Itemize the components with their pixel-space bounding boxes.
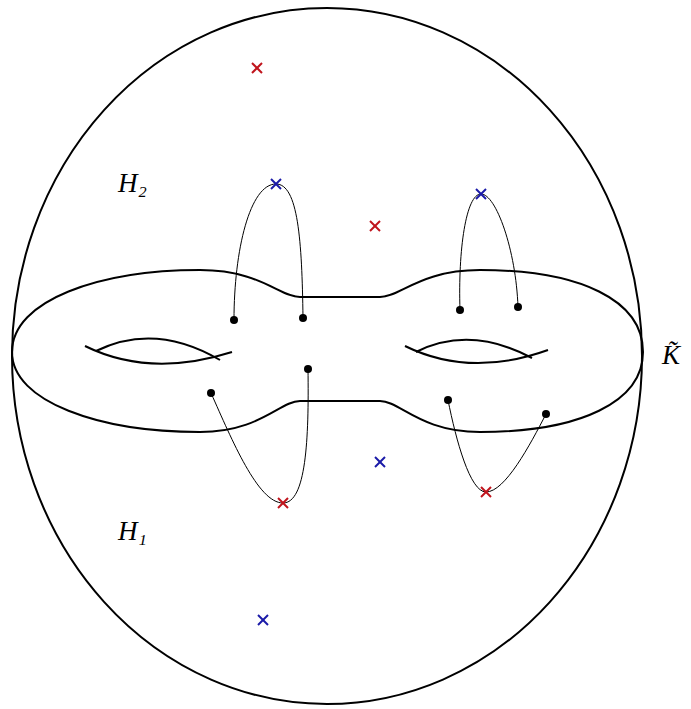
cross-mark xyxy=(258,615,268,625)
arc-curve xyxy=(460,194,518,310)
endpoint-dot xyxy=(542,410,550,418)
cross-mark xyxy=(481,487,491,497)
cross-mark xyxy=(375,457,385,467)
sphere-outline xyxy=(12,8,642,704)
endpoint-dot xyxy=(444,396,452,404)
cross-mark xyxy=(370,221,380,231)
region-label: H₂ xyxy=(118,170,147,197)
endpoint-dot xyxy=(514,303,522,311)
endpoint-dot xyxy=(304,365,312,373)
endpoint-dot xyxy=(207,389,215,397)
cross-mark xyxy=(252,63,262,73)
hole-curve xyxy=(96,338,220,360)
endpoint-dot xyxy=(299,314,307,322)
cross-mark xyxy=(271,179,281,189)
cross-mark xyxy=(476,189,486,199)
genus-two-surface xyxy=(12,270,643,432)
arc-curve xyxy=(448,400,546,492)
surface-label: K̃ xyxy=(662,342,680,369)
cross-mark xyxy=(278,498,288,508)
region-label: H₁ xyxy=(118,518,147,545)
arc-curve xyxy=(211,369,308,503)
endpoint-dot xyxy=(230,316,238,324)
endpoint-dot xyxy=(456,306,464,314)
hole-curve xyxy=(416,340,532,358)
arc-curve xyxy=(234,184,303,320)
